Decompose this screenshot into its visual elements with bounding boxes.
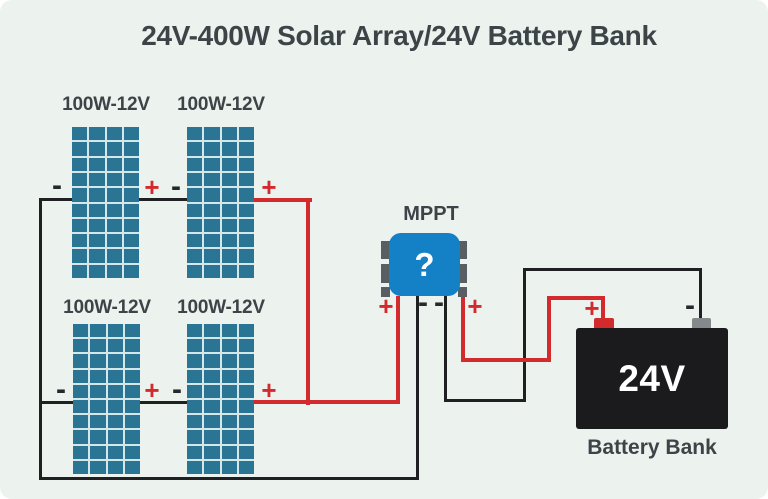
panel-1-label: 100W-12V: [62, 94, 150, 115]
panel-2-negative-sign: -: [171, 170, 181, 203]
solar-panel-1-cells: [72, 127, 139, 278]
panel-2-label: 100W-12V: [177, 94, 265, 115]
mppt-right-tab-1: [458, 241, 467, 259]
battery-bank: 24V: [576, 328, 728, 429]
wire-mppt-pv-negative: [416, 296, 419, 480]
panel-1-negative-sign: -: [52, 169, 62, 202]
mppt-pv-negative-sign: -: [418, 286, 428, 319]
panel-3-positive-sign: +: [144, 375, 160, 405]
mppt-battery-negative-sign: -: [434, 286, 444, 319]
wire-string2-positive-horizontal: [254, 400, 400, 404]
wire-battery-positive-horizontal2: [547, 296, 605, 300]
wire-array-negative-vertical: [39, 198, 42, 480]
mppt-left-tab-3: [381, 287, 390, 297]
battery-positive-terminal: [594, 318, 614, 329]
panel-1-positive-sign: +: [144, 172, 160, 202]
wire-string1-series: [39, 198, 255, 201]
panel-3-label: 100W-12V: [63, 297, 151, 318]
mppt-right-tab-2: [458, 264, 467, 283]
mppt-right-tab-3: [458, 287, 467, 297]
wire-array-negative-bottom: [39, 477, 419, 480]
wire-battery-positive-terminal-drop: [601, 296, 605, 322]
battery-bank-caption: Battery Bank: [587, 436, 717, 459]
wire-string1-positive-horizontal: [254, 198, 312, 202]
wire-mppt-battery-negative-drop: [444, 296, 447, 402]
panel-3-negative-sign: -: [56, 373, 66, 406]
panel-4-negative-sign: -: [172, 373, 182, 406]
wire-mppt-pv-positive: [396, 296, 400, 404]
mppt-left-tab-1: [381, 241, 390, 259]
wire-battery-positive-riser: [547, 296, 551, 362]
wire-battery-negative-terminal-drop: [699, 268, 702, 321]
battery-negative-terminal: [692, 318, 711, 329]
battery-voltage-label: 24V: [618, 357, 686, 399]
wire-battery-negative-riser: [523, 268, 526, 402]
solar-panel-2-cells: [187, 127, 254, 278]
mppt-pv-positive-sign: +: [378, 291, 394, 321]
mppt-battery-positive-sign: +: [467, 291, 483, 321]
panel-4-label: 100W-12V: [177, 297, 265, 318]
wire-battery-negative-horizontal2: [523, 268, 702, 271]
solar-panel-4-cells: [187, 324, 254, 474]
wire-mppt-battery-positive-drop: [461, 296, 465, 362]
mppt-left-tab-2: [381, 264, 390, 283]
mppt-label: MPPT: [403, 203, 459, 225]
battery-positive-sign: +: [584, 293, 600, 323]
mppt-controller: ?: [389, 233, 460, 296]
solar-panel-4: [187, 324, 254, 474]
solar-panel-2: [187, 127, 254, 278]
wire-battery-negative-horizontal1: [444, 399, 526, 402]
wire-string2-series: [39, 401, 255, 404]
mppt-question-mark: ?: [414, 246, 435, 283]
wire-battery-positive-horizontal1: [461, 358, 551, 362]
diagram-title: 24V-400W Solar Array/24V Battery Bank: [141, 20, 657, 51]
solar-panel-3: [73, 324, 140, 474]
wire-string1-positive-vertical: [306, 198, 310, 405]
battery-negative-sign: -: [685, 289, 695, 322]
solar-panel-1: [72, 127, 139, 278]
panel-4-positive-sign: +: [261, 375, 277, 405]
panel-2-positive-sign: +: [261, 172, 277, 202]
solar-panel-3-cells: [73, 324, 140, 474]
